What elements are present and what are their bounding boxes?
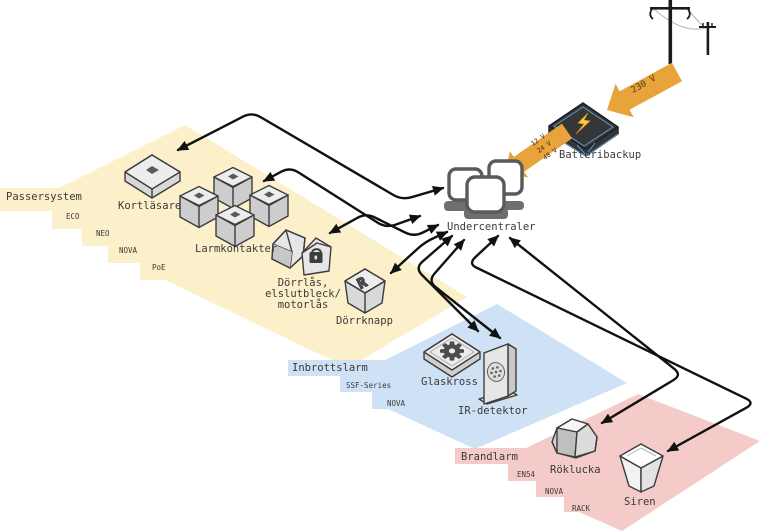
tag-nova-passersystem: NOVA	[119, 246, 138, 255]
door-lock-wedges-icon	[271, 229, 332, 276]
four-contact-cubes-icon	[179, 166, 289, 248]
tag-nova-inbrottslarm: NOVA	[387, 399, 406, 408]
region-passersystem	[0, 125, 467, 368]
label-roklucka: Röklucka	[550, 464, 601, 476]
label-dorrlas-line2: elslutbleck/	[265, 288, 341, 301]
label-dorrknapp: Dörrknapp	[336, 315, 393, 327]
label-dorrlas-line3: motorlås	[277, 299, 329, 312]
connector-siren	[470, 234, 752, 453]
tag-en54: EN54	[517, 470, 536, 479]
connector-glaskross	[417, 234, 480, 333]
contact-cube	[213, 166, 253, 210]
tag-neo: NEO	[96, 229, 110, 238]
connector-dorrknapp	[389, 230, 449, 275]
glass-break-gear-icon	[423, 333, 481, 378]
contact-cube	[249, 184, 289, 228]
label-kortlasare: Kortläsare	[118, 200, 182, 212]
lightning-bolt-icon	[575, 112, 591, 135]
label-siren: Siren	[624, 496, 656, 508]
card-reader-box-icon	[124, 154, 181, 199]
request-exit-button-icon: R	[344, 268, 386, 314]
label-dorrlas-line1: Dörrlås,	[277, 277, 329, 289]
contact-cube	[179, 185, 219, 229]
label-larmkontakter: Larmkontakter	[195, 243, 278, 255]
label-batteribackup: Batteribackup	[559, 149, 642, 161]
mains-230v-arrow	[607, 62, 682, 118]
tag-rack: RACK	[572, 504, 591, 513]
label-passersystem: Passersystem	[6, 191, 82, 203]
tag-nova-brandlarm: NOVA	[545, 487, 564, 496]
contact-cube	[215, 204, 255, 248]
ir-motion-detector-icon	[478, 343, 518, 405]
smoke-vent-dome-icon	[551, 418, 598, 459]
tag-eco: ECO	[66, 212, 80, 221]
tag-ssf-series: SSF-Series	[346, 381, 392, 390]
label-undercentraler: Undercentraler	[447, 221, 536, 233]
connectors	[176, 113, 752, 453]
label-brandlarm: Brandlarm	[461, 451, 518, 463]
tag-poe: PoE	[152, 263, 166, 272]
label-dorrlas: Dörrlås, elslutbleck/ motorlås	[257, 277, 349, 312]
label-ir-detektor: IR-detektor	[458, 405, 528, 417]
controller-panels-icon	[444, 159, 524, 219]
label-inbrottslarm: Inbrottslarm	[292, 362, 368, 374]
utility-poles-icon	[649, 0, 716, 64]
connector-ir-detektor	[430, 238, 502, 340]
siren-horn-icon	[619, 443, 664, 493]
region-brandlarm	[455, 394, 760, 531]
gear-glyph	[440, 341, 464, 361]
label-glaskross: Glaskross	[421, 376, 478, 388]
